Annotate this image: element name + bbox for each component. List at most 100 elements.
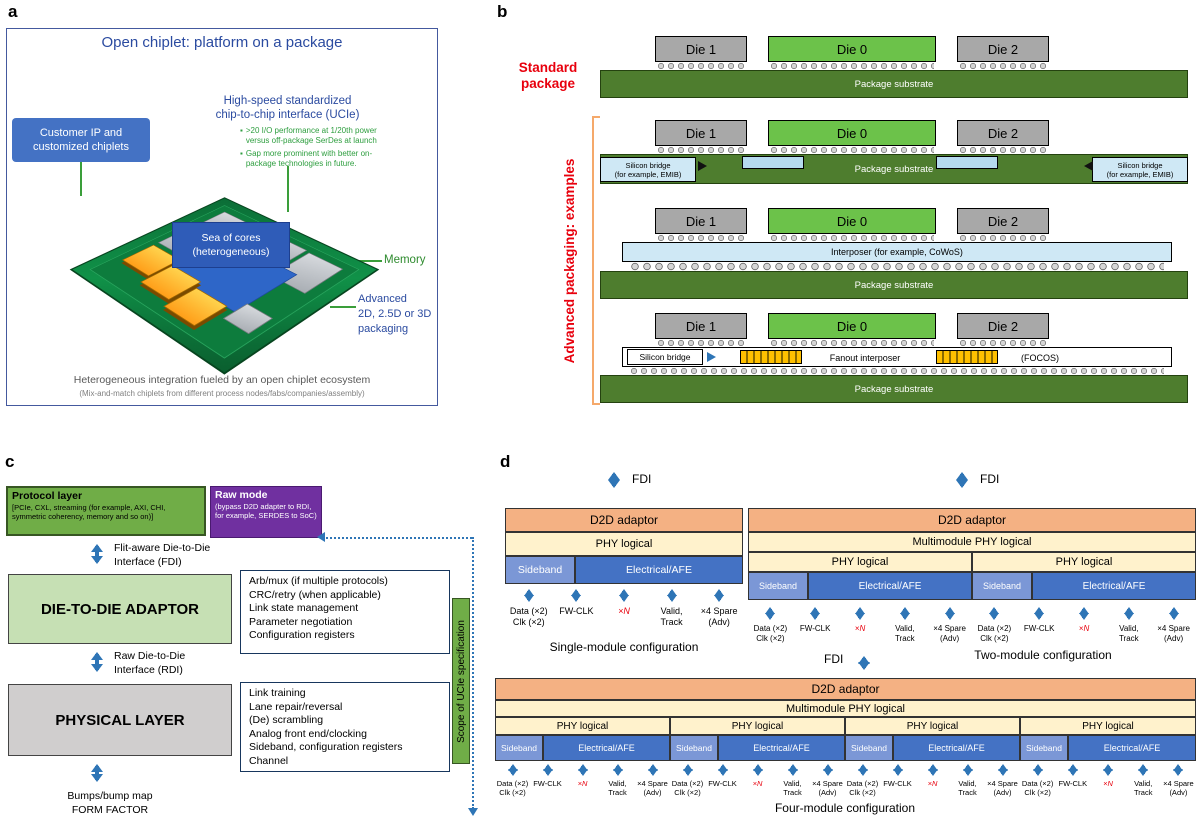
double-arrow-icon — [993, 609, 996, 618]
fdi-interface-label: Flit-aware Die-to-Die Interface (FDI) — [114, 542, 244, 569]
port-spare: ×4 Spare(Adv) — [695, 584, 743, 628]
port-xn: ×N — [1090, 761, 1125, 797]
sideband-box: Sideband — [748, 572, 808, 600]
double-arrow-icon — [546, 766, 549, 774]
double-arrow-icon — [527, 591, 530, 600]
panel-a-subcaption: (Mix-and-match chiplets from different p… — [6, 389, 438, 398]
double-arrow-icon — [858, 609, 861, 618]
ucie-interface-label: High-speed standardized chip-to-chip int… — [180, 94, 395, 123]
scope-dotted-line — [322, 537, 472, 539]
double-arrow-icon — [1071, 766, 1074, 774]
port-label: ×N — [618, 606, 630, 617]
rdi-interface-label: Raw Die-to-Die Interface (RDI) — [114, 650, 244, 677]
port-data-clk: Data (×2)Clk (×2) — [670, 761, 705, 797]
port-row: Data (×2)Clk (×2) FW-CLK ×N Valid,Track … — [505, 584, 743, 628]
die-2: Die 2 — [957, 36, 1049, 62]
port-label: ×4 Spare(Adv) — [701, 606, 738, 628]
double-arrow-icon — [718, 591, 721, 600]
port-valid-track: Valid,Track — [882, 602, 927, 643]
port-xn: ×N — [740, 761, 775, 797]
port-xn: ×N — [838, 602, 883, 643]
focos-label: (FOCOS) — [1005, 350, 1075, 365]
multimodule-phy-box: Multimodule PHY logical — [495, 700, 1196, 717]
port-xn: ×N — [600, 584, 648, 628]
port-valid-track: Valid,Track — [775, 761, 810, 797]
port-xn: ×N — [565, 761, 600, 797]
double-arrow-icon — [616, 766, 619, 774]
port-valid-track: Valid,Track — [950, 761, 985, 797]
d2d-adaptor-box: D2D adaptor — [495, 678, 1196, 700]
embedded-silicon-bridge — [936, 156, 998, 169]
panel-a-title: Open chiplet: platform on a package — [6, 34, 438, 50]
single-module-caption: Single-module configuration — [474, 640, 774, 654]
bullet-item: ▪ >20 I/O performance at 1/20th power ve… — [240, 126, 398, 146]
bump-row — [959, 146, 1047, 154]
die-to-die-adaptor-box: DIE-TO-DIE ADAPTOR — [8, 574, 232, 644]
packaging-label: Advanced 2D, 2.5D or 3D packaging — [358, 292, 444, 337]
fdi-double-arrow-icon — [612, 474, 616, 486]
double-arrow-icon — [903, 609, 906, 618]
port-label: ×4 Spare(Adv) — [933, 624, 966, 643]
port-fwclk: FW-CLK — [705, 761, 740, 797]
port-label: Data (×2)Clk (×2) — [672, 779, 703, 797]
double-arrow-icon — [861, 766, 864, 774]
port-fwclk: FW-CLK — [1055, 761, 1090, 797]
port-fwclk: FW-CLK — [1017, 602, 1062, 643]
port-xn: ×N — [1062, 602, 1107, 643]
double-arrow-icon — [756, 766, 759, 774]
port-label: Valid,Track — [1119, 624, 1139, 643]
bump-row — [657, 339, 745, 347]
port-row: Data (×2)Clk (×2) FW-CLK ×N Valid,Track … — [1020, 761, 1196, 797]
double-arrow-icon — [826, 766, 829, 774]
embedded-silicon-bridge — [742, 156, 804, 169]
port-spare: ×4 Spare(Adv) — [1161, 761, 1196, 797]
bullet-square-icon: ▪ — [240, 126, 243, 146]
double-arrow-icon — [769, 609, 772, 618]
port-row: Data (×2)Clk (×2) FW-CLK ×N Valid,Track … — [972, 602, 1196, 643]
port-valid-track: Valid,Track — [1126, 761, 1161, 797]
fdi-label: FDI — [980, 472, 999, 486]
port-row: Data (×2)Clk (×2) FW-CLK ×N Valid,Track … — [748, 602, 972, 643]
electrical-afe-box: Electrical/AFE — [543, 735, 670, 761]
fdi-double-arrow-icon — [95, 546, 99, 562]
port-label: Data (×2)Clk (×2) — [1022, 779, 1053, 797]
package-substrate: Package substrate — [600, 271, 1188, 299]
sideband-box: Sideband — [972, 572, 1032, 600]
arrow-down-icon — [468, 808, 478, 816]
phy-logical-box: PHY logical — [1020, 717, 1196, 735]
double-arrow-icon — [1001, 766, 1004, 774]
bumps-double-arrow-icon — [95, 766, 99, 780]
arrow-left-icon — [1079, 161, 1093, 171]
port-label: Data (×2)Clk (×2) — [497, 779, 528, 797]
double-arrow-icon — [1036, 766, 1039, 774]
fdi-label: FDI — [632, 472, 651, 486]
port-label: ×4 Spare(Adv) — [812, 779, 843, 797]
port-label: Valid,Track — [958, 779, 976, 797]
silicon-bridge-label: Silicon bridge — [627, 349, 703, 365]
package-substrate: Package substrate — [600, 375, 1188, 403]
fdi-label: FDI — [824, 652, 843, 666]
double-arrow-icon — [1177, 766, 1180, 774]
d2d-adaptor-box: D2D adaptor — [748, 508, 1196, 532]
fdi-double-arrow-icon — [862, 658, 866, 668]
port-label: Valid,Track — [660, 606, 682, 628]
double-arrow-icon — [575, 591, 578, 600]
arrow-right-icon — [707, 352, 721, 362]
port-valid-track: Valid,Track — [648, 584, 696, 628]
die-1: Die 1 — [655, 120, 747, 146]
port-label: ×4 Spare(Adv) — [1163, 779, 1194, 797]
double-arrow-icon — [686, 766, 689, 774]
port-label: FW-CLK — [1024, 624, 1055, 634]
protocol-layer-box: Protocol layer [PCIe, CXL, streaming (fo… — [6, 486, 206, 536]
gold-bridge — [936, 350, 998, 364]
port-fwclk: FW-CLK — [793, 602, 838, 643]
fanout-interposer-label: Fanout interposer — [805, 350, 925, 365]
panel-c-label: c — [5, 452, 14, 472]
arrow-right-icon — [698, 161, 712, 171]
adaptor-features-box: Arb/mux (if multiple protocols) CRC/retr… — [240, 570, 450, 654]
advanced-bracket — [592, 116, 600, 405]
double-arrow-icon — [1107, 766, 1110, 774]
double-arrow-icon — [511, 766, 514, 774]
double-arrow-icon — [1142, 766, 1145, 774]
panel-a-caption: Heterogeneous integration fueled by an o… — [6, 374, 438, 386]
